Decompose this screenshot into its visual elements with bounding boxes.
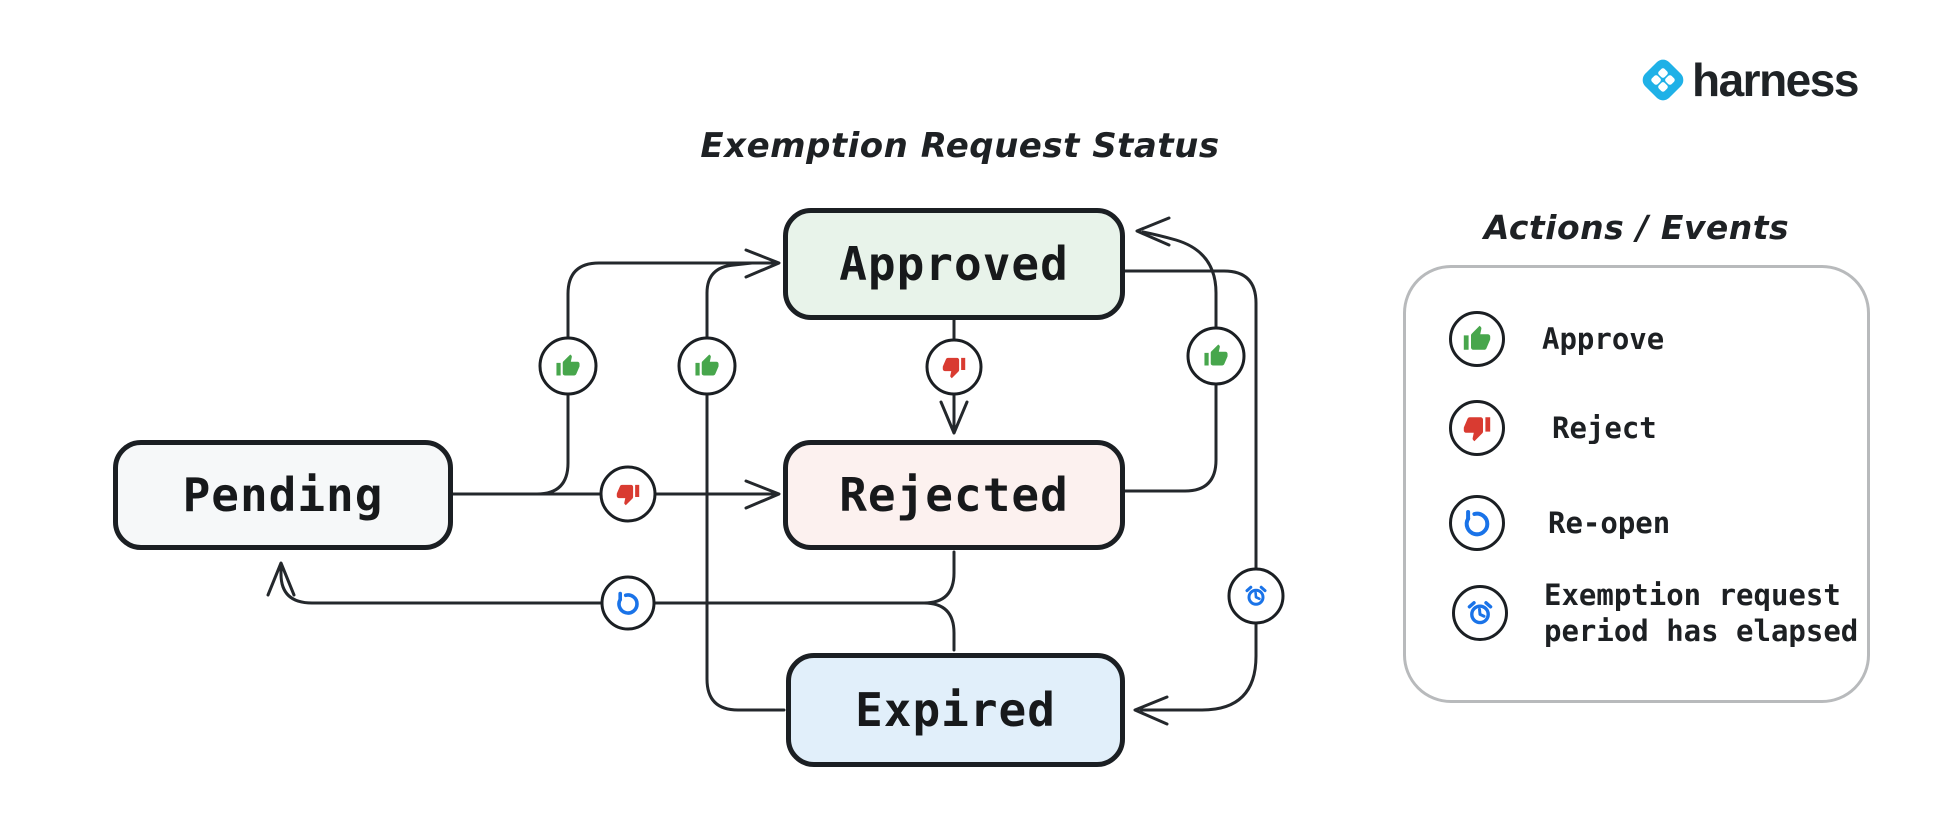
legend-title: Actions / Events — [1483, 208, 1790, 247]
arrowhead-into-approved-left — [744, 248, 781, 279]
arrowhead-into-approved-right — [1135, 216, 1171, 247]
state-node-approved: Approved — [783, 208, 1125, 320]
reopen-icon — [1449, 495, 1505, 551]
edge-approved-expired — [1123, 269, 1258, 712]
legend-item-approve: Approve — [1542, 322, 1665, 356]
legend-item-reopen: Re-open — [1548, 506, 1671, 540]
approve-icon — [1186, 326, 1246, 386]
harness-logo-icon — [1642, 59, 1684, 101]
alarm-clock-icon — [1227, 567, 1285, 625]
reject-icon — [925, 338, 983, 396]
harness-wordmark: harness — [1692, 54, 1859, 106]
state-node-rejected: Rejected — [783, 440, 1125, 550]
alarm-clock-icon — [1452, 585, 1508, 641]
reopen-icon — [600, 575, 656, 631]
reject-icon — [599, 465, 657, 523]
edge-rejected-approved — [1123, 230, 1218, 493]
approve-icon — [677, 336, 737, 396]
diagram-title: Exemption Request Status — [700, 126, 1220, 166]
edge-expired-approved — [705, 261, 786, 712]
thumbs-down-icon — [1449, 400, 1505, 456]
legend-item-period-elapsed: Exemption request period has elapsed — [1544, 578, 1859, 648]
approve-icon — [538, 336, 598, 396]
harness-logo: harness — [1636, 52, 1859, 108]
arrowhead-into-pending-bottom — [266, 561, 296, 597]
arrowhead-into-expired-right — [1133, 695, 1169, 726]
arrowhead-into-rejected-left — [744, 479, 781, 510]
state-node-pending: Pending — [113, 440, 453, 550]
edge-expired-pending — [922, 601, 956, 652]
thumbs-up-icon — [1449, 311, 1505, 367]
state-node-expired: Expired — [786, 653, 1125, 767]
arrowhead-into-rejected-top — [939, 400, 969, 435]
legend-item-reject: Reject — [1552, 411, 1657, 445]
